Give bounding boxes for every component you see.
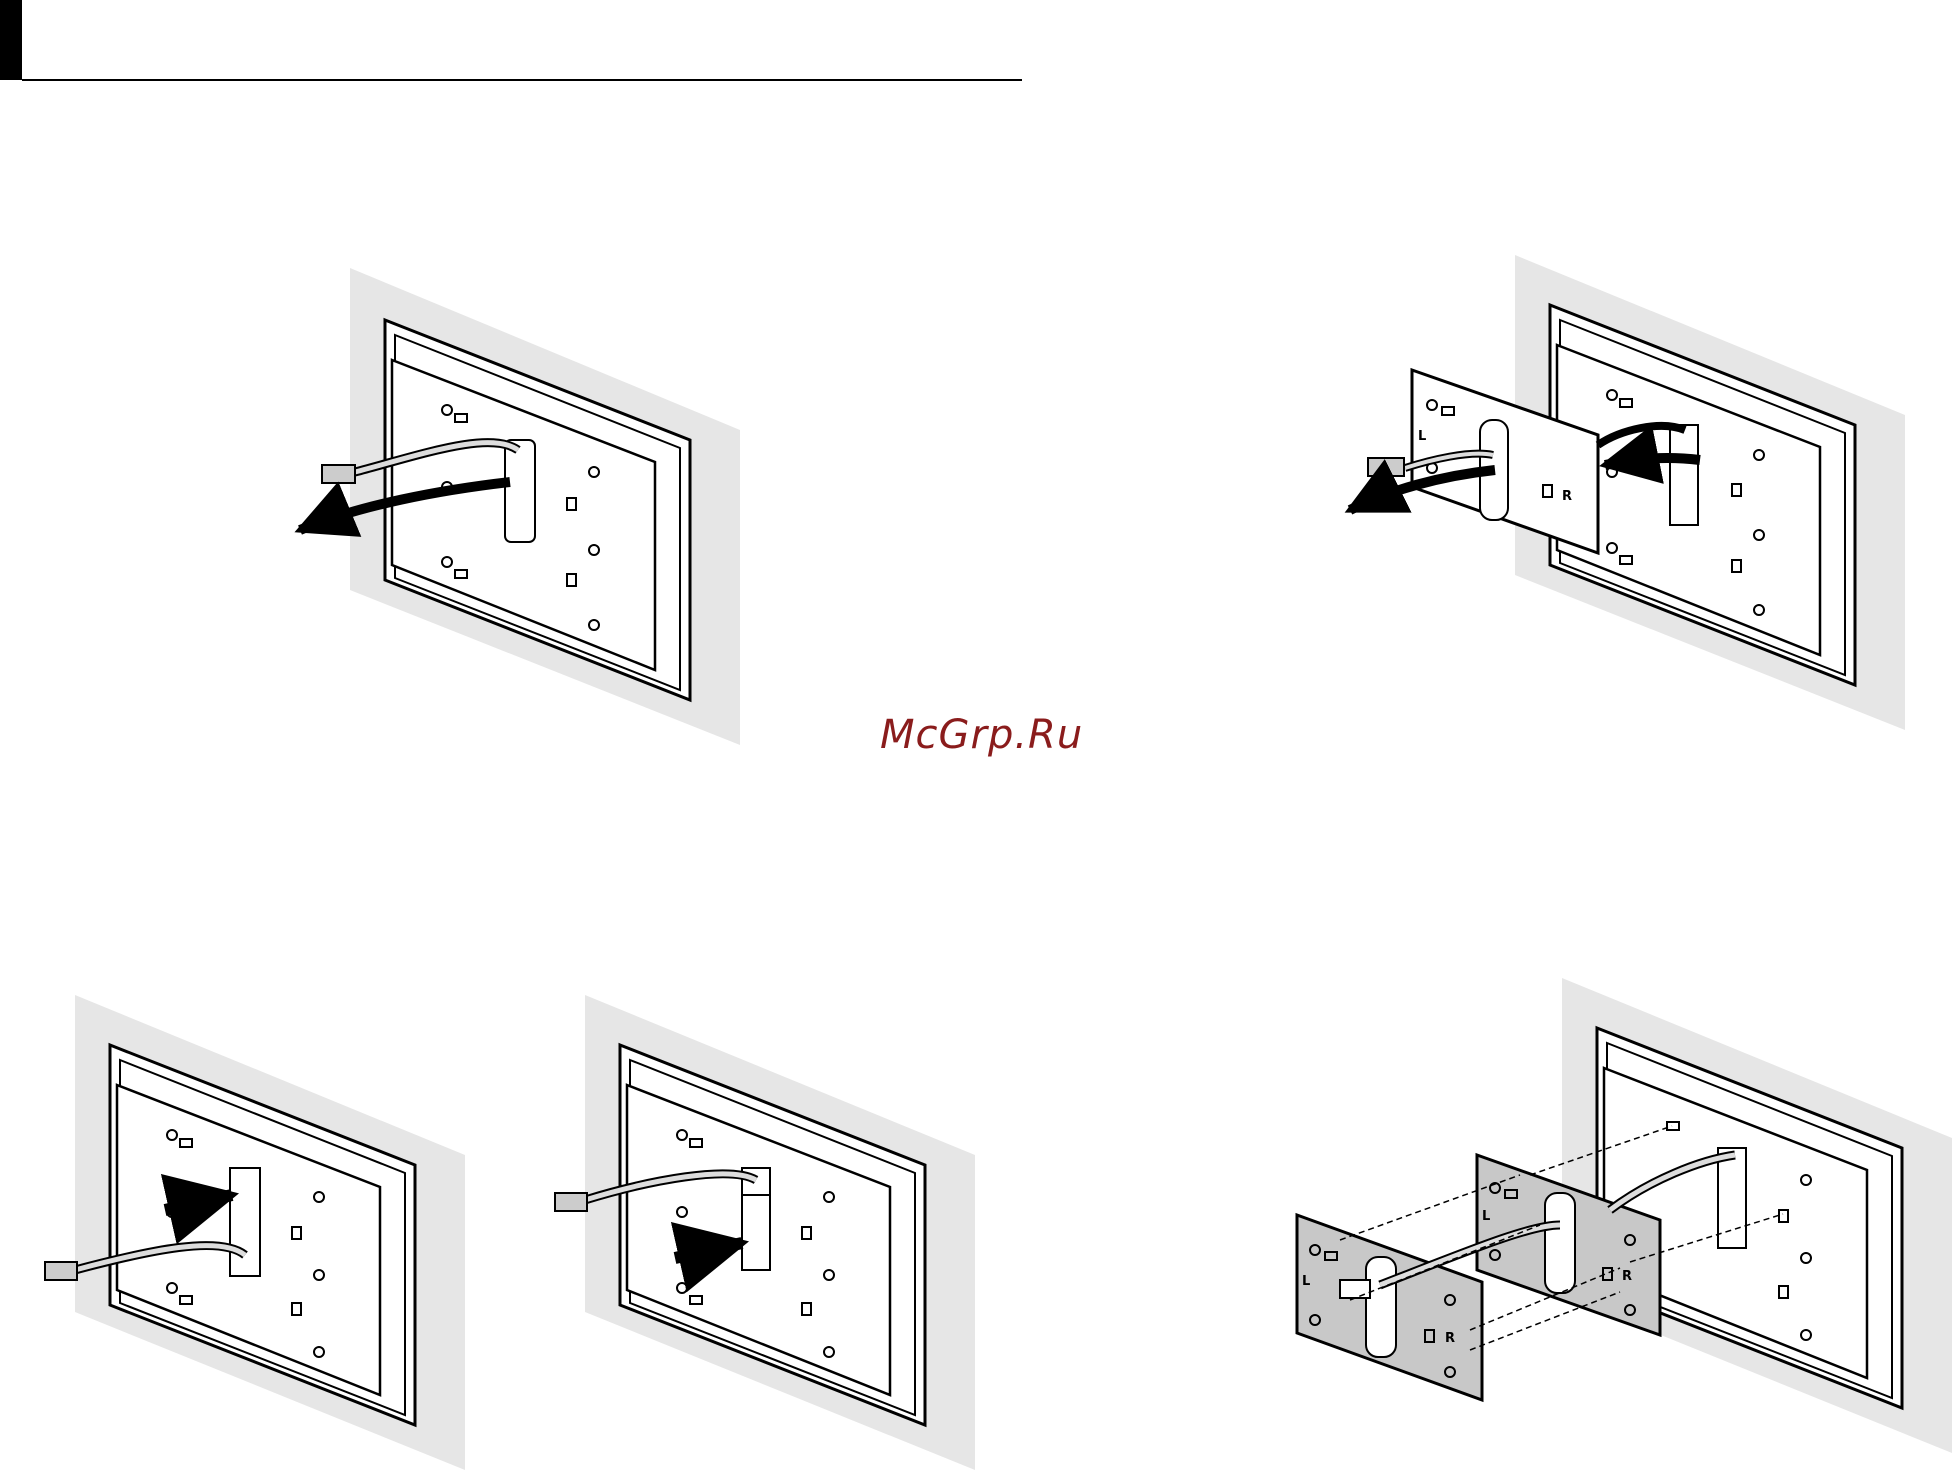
label-right-2: R (1562, 489, 1572, 504)
label-right-5a: R (1622, 1269, 1632, 1284)
connector-1 (322, 465, 355, 483)
figure-step-1-pull-cable (300, 268, 740, 745)
watermark-text: McGrp.Ru (880, 712, 1083, 758)
label-left-5a: L (1482, 1209, 1490, 1224)
label-left-2: L (1418, 429, 1426, 444)
connector-3 (45, 1262, 77, 1280)
connector-4 (555, 1193, 587, 1211)
figure-step-5-assemble-plates: L R L R (1297, 978, 1952, 1453)
figure-step-2-attach-plate: L R (1350, 255, 1905, 730)
label-left-5b: L (1302, 1274, 1310, 1289)
connector-5 (1340, 1280, 1370, 1298)
figure-step-3-insert-cable (45, 995, 465, 1470)
label-right-5b: R (1445, 1331, 1455, 1346)
connector-2 (1368, 458, 1404, 476)
figure-step-4-insert-cable (555, 995, 975, 1470)
